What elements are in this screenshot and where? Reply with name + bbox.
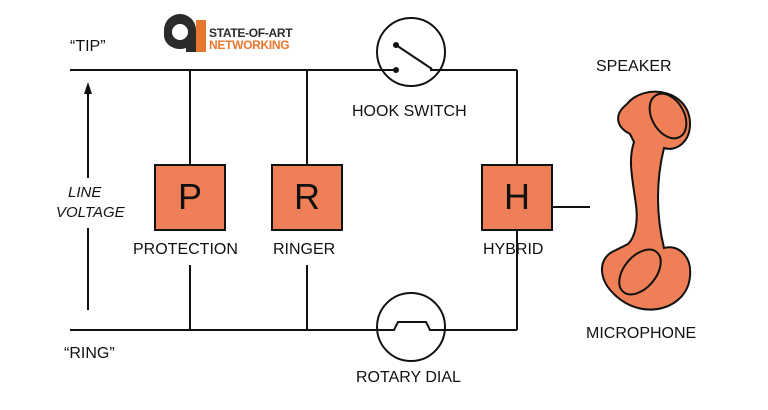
hook-switch-lever	[395, 44, 433, 70]
rotary-dial-circle	[376, 292, 446, 362]
hook-switch-pivot	[393, 42, 399, 48]
ringer-label: RINGER	[273, 241, 336, 258]
hybrid-label: HYBRID	[483, 241, 544, 258]
speaker-label: SPEAKER	[596, 58, 672, 75]
arrowhead-icon	[84, 82, 92, 94]
line-voltage-label-1: LINE	[68, 184, 102, 201]
hook-switch-contact-left	[393, 67, 399, 73]
ring-label: “RING”	[64, 345, 115, 362]
protection-label: PROTECTION	[133, 241, 238, 258]
ringer-letter: R	[294, 176, 320, 217]
logo-line2: NETWORKING	[209, 38, 290, 52]
hook-switch-label: HOOK SWITCH	[352, 103, 467, 120]
ringer-box	[271, 164, 343, 231]
protection-letter: P	[177, 176, 202, 217]
hybrid-box	[481, 164, 553, 231]
tip-label: “TIP”	[70, 38, 106, 55]
rotary-dial-contact	[378, 321, 446, 331]
rotary-dial-label: ROTARY DIAL	[356, 369, 461, 386]
microphone-label: MICROPHONE	[586, 325, 697, 342]
logo-line1: STATE-OF-ART	[209, 26, 293, 40]
protection-box	[154, 164, 226, 231]
logo-mark	[164, 14, 206, 52]
hybrid-letter: H	[504, 176, 530, 217]
hook-switch-circle	[376, 17, 446, 87]
handset-icon	[601, 90, 692, 311]
line-voltage-label-2: VOLTAGE	[56, 204, 125, 221]
